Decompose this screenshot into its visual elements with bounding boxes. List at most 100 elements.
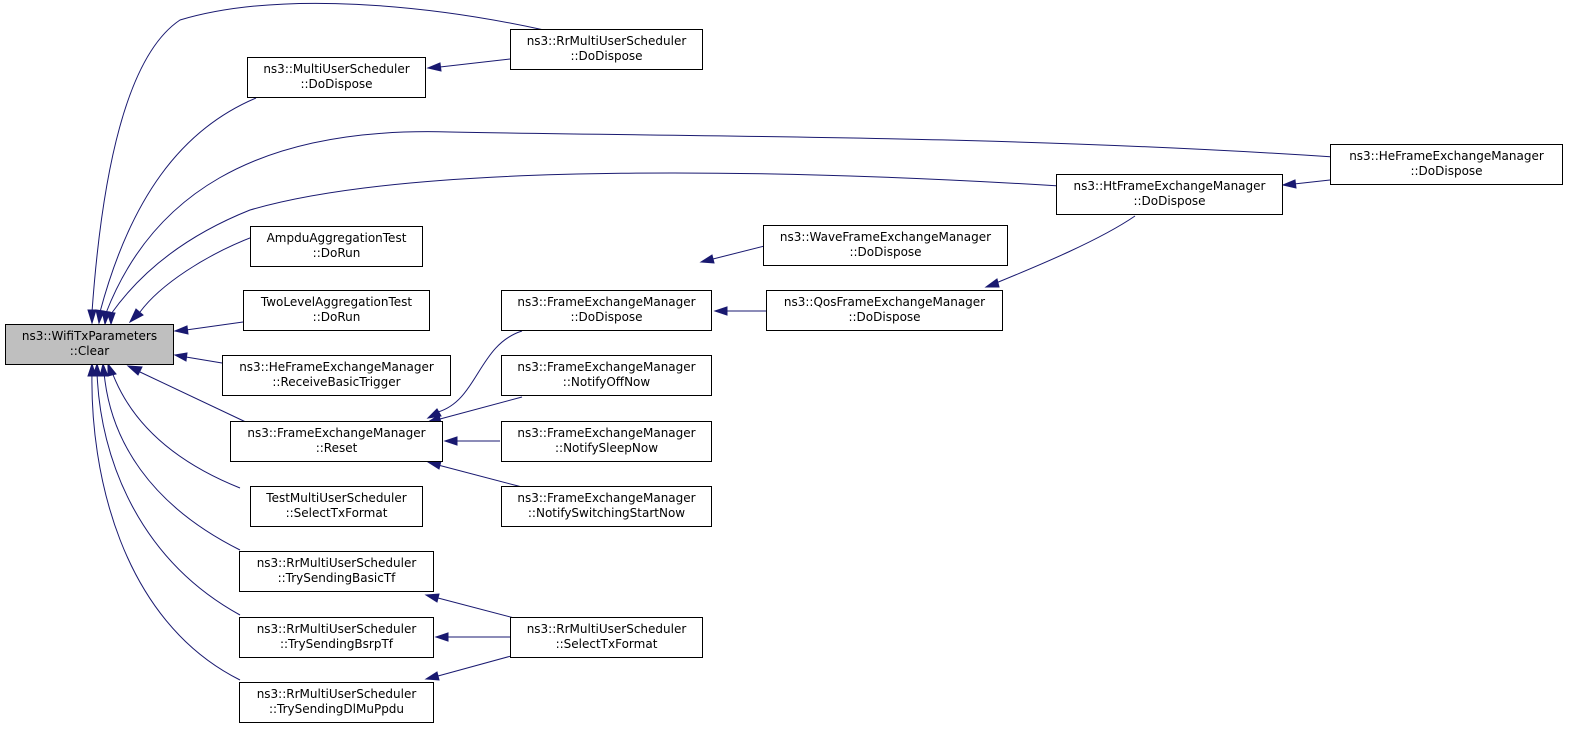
- edge-rr-selecttx-to-trybasictf: [437, 597, 523, 621]
- edge-he-dodispose-to-clear: [105, 131, 1335, 314]
- arrowhead: [99, 362, 109, 377]
- svg-text:::TrySendingBsrpTf: ::TrySendingBsrpTf: [280, 637, 394, 651]
- svg-text:ns3::QosFrameExchangeManager: ns3::QosFrameExchangeManager: [784, 295, 985, 309]
- svg-text:ns3::HeFrameExchangeManager: ns3::HeFrameExchangeManager: [1349, 149, 1544, 163]
- node-testmultiuserscheduler-selecttxformat[interactable]: TestMultiUserScheduler ::SelectTxFormat: [250, 486, 423, 527]
- node-rrmultiuserscheduler-trysendingbsrptf[interactable]: ns3::RrMultiUserScheduler ::TrySendingBs…: [239, 617, 434, 658]
- svg-text:::DoDispose: ::DoDispose: [1133, 194, 1205, 208]
- node-multiuserscheduler-dodispose[interactable]: ns3::MultiUserScheduler ::DoDispose: [247, 57, 426, 98]
- svg-text:::SelectTxFormat: ::SelectTxFormat: [556, 637, 658, 651]
- node-rrmultiuserscheduler-trysendingdlmuppdu[interactable]: ns3::RrMultiUserScheduler ::TrySendingDl…: [239, 682, 434, 723]
- svg-text:TestMultiUserScheduler: TestMultiUserScheduler: [265, 491, 406, 505]
- edge-he-dodispose-to-ht-dodispose: [1293, 179, 1331, 185]
- arrowhead: [173, 325, 189, 335]
- svg-text:ns3::WaveFrameExchangeManager: ns3::WaveFrameExchangeManager: [780, 230, 991, 244]
- arrowhead: [87, 362, 97, 377]
- svg-text:ns3::HtFrameExchangeManager: ns3::HtFrameExchangeManager: [1074, 179, 1266, 193]
- arrowhead: [107, 362, 117, 377]
- svg-text:::NotifySwitchingStartNow: ::NotifySwitchingStartNow: [528, 506, 685, 520]
- node-heframeexchangemanager-dodispose[interactable]: ns3::HeFrameExchangeManager ::DoDispose: [1330, 144, 1563, 185]
- svg-text:::SelectTxFormat: ::SelectTxFormat: [286, 506, 388, 520]
- edge-rr-selecttx-to-trydlmu: [437, 652, 523, 677]
- svg-text:::TrySendingDlMuPpdu: ::TrySendingDlMuPpdu: [269, 702, 404, 716]
- edge-twolevel-to-clear: [185, 321, 244, 331]
- svg-text:::Clear: ::Clear: [70, 344, 110, 358]
- svg-text:ns3::RrMultiUserScheduler: ns3::RrMultiUserScheduler: [257, 556, 417, 570]
- node-frameexchangemanager-reset[interactable]: ns3::FrameExchangeManager ::Reset: [230, 421, 443, 462]
- edge-rr-dodispose-to-clear: [91, 2, 545, 313]
- node-ampduaggregationtest-dorun[interactable]: AmpduAggregationTest ::DoRun: [250, 226, 423, 267]
- svg-text:ns3::HeFrameExchangeManager: ns3::HeFrameExchangeManager: [239, 360, 434, 374]
- arrowhead: [443, 436, 458, 446]
- svg-text:TwoLevelAggregationTest: TwoLevelAggregationTest: [260, 295, 413, 309]
- arrowhead: [984, 278, 1000, 288]
- arrowhead: [173, 352, 188, 362]
- arrowhead: [128, 308, 144, 324]
- edge-rr-dodispose-to-mu-dodispose: [439, 58, 511, 68]
- arrowhead: [426, 62, 442, 72]
- edge-rr-trybasictf-to-clear: [103, 371, 241, 551]
- svg-text:::DoDispose: ::DoDispose: [570, 310, 642, 324]
- svg-text:::DoDispose: ::DoDispose: [848, 310, 920, 324]
- svg-text:::Reset: ::Reset: [316, 441, 358, 455]
- arrowhead: [95, 309, 105, 325]
- node-frameexchangemanager-dodispose[interactable]: ns3::FrameExchangeManager ::DoDispose: [501, 290, 712, 331]
- svg-text:ns3::RrMultiUserScheduler: ns3::RrMultiUserScheduler: [257, 622, 417, 636]
- edge-ampdu-to-clear: [139, 235, 256, 313]
- node-rrmultiuserscheduler-trysendingbasictf[interactable]: ns3::RrMultiUserScheduler ::TrySendingBa…: [239, 551, 434, 592]
- svg-text:ns3::RrMultiUserScheduler: ns3::RrMultiUserScheduler: [257, 687, 417, 701]
- svg-text:::NotifySleepNow: ::NotifySleepNow: [555, 441, 658, 455]
- arrowhead: [1281, 179, 1297, 189]
- svg-text:::DoRun: ::DoRun: [313, 246, 361, 260]
- arrowhead: [87, 309, 97, 325]
- arrowhead: [424, 593, 440, 603]
- svg-text:::TrySendingBasicTf: ::TrySendingBasicTf: [278, 571, 397, 585]
- edge-rr-trydlmu-to-clear: [91, 371, 241, 681]
- svg-text:AmpduAggregationTest: AmpduAggregationTest: [267, 231, 407, 245]
- edge-he-receivebasic-to-clear: [185, 356, 223, 364]
- edge-fem-dodispose-to-reset: [437, 330, 523, 413]
- node-frameexchangemanager-notifyswitchingstartnow[interactable]: ns3::FrameExchangeManager ::NotifySwitch…: [501, 486, 712, 527]
- svg-text:::DoDispose: ::DoDispose: [300, 77, 372, 91]
- edge-fem-reset-to-clear: [139, 371, 251, 425]
- edge-rr-trybsrp-to-clear: [96, 371, 241, 616]
- svg-text:ns3::RrMultiUserScheduler: ns3::RrMultiUserScheduler: [527, 34, 687, 48]
- arrowhead: [434, 632, 449, 642]
- svg-text:::ReceiveBasicTrigger: ::ReceiveBasicTrigger: [272, 375, 400, 389]
- svg-text:::NotifyOffNow: ::NotifyOffNow: [563, 375, 651, 389]
- svg-text:ns3::RrMultiUserScheduler: ns3::RrMultiUserScheduler: [527, 622, 687, 636]
- svg-text:::DoDispose: ::DoDispose: [570, 49, 642, 63]
- node-wifitxparameters-clear[interactable]: ns3::WifiTxParameters ::Clear: [5, 324, 174, 365]
- node-qosframeexchangemanager-dodispose[interactable]: ns3::QosFrameExchangeManager ::DoDispose: [766, 290, 1003, 331]
- svg-text:ns3::WifiTxParameters: ns3::WifiTxParameters: [22, 329, 157, 343]
- edge-ht-dodispose-to-qos: [995, 215, 1136, 284]
- edge-ht-dodispose-to-clear: [110, 172, 1061, 315]
- node-rrmultiuserscheduler-dodispose[interactable]: ns3::RrMultiUserScheduler ::DoDispose: [510, 29, 703, 70]
- node-rrmultiuserscheduler-selecttxformat[interactable]: ns3::RrMultiUserScheduler ::SelectTxForm…: [510, 617, 703, 658]
- edge-mu-dodispose-to-clear: [99, 97, 257, 313]
- arrowhead: [106, 311, 116, 326]
- node-heframeexchangemanager-receivebasictrigger[interactable]: ns3::HeFrameExchangeManager ::ReceiveBas…: [222, 355, 451, 396]
- svg-text:::DoRun: ::DoRun: [313, 310, 361, 324]
- node-waveframeexchangemanager-dodispose[interactable]: ns3::WaveFrameExchangeManager ::DoDispos…: [763, 225, 1008, 266]
- svg-text:ns3::MultiUserScheduler: ns3::MultiUserScheduler: [263, 62, 409, 76]
- arrowhead: [699, 254, 715, 264]
- arrowhead: [426, 460, 442, 470]
- edge-test-selecttx-to-clear: [111, 371, 241, 489]
- edge-notifyoff-to-reset: [439, 396, 523, 420]
- svg-text:::DoDispose: ::DoDispose: [849, 245, 921, 259]
- svg-text:ns3::FrameExchangeManager: ns3::FrameExchangeManager: [517, 491, 695, 505]
- svg-text:ns3::FrameExchangeManager: ns3::FrameExchangeManager: [517, 360, 695, 374]
- node-twolevelaggregationtest-dorun[interactable]: TwoLevelAggregationTest ::DoRun: [243, 290, 430, 331]
- svg-text:ns3::FrameExchangeManager: ns3::FrameExchangeManager: [517, 426, 695, 440]
- node-htframeexchangemanager-dodispose[interactable]: ns3::HtFrameExchangeManager ::DoDispose: [1056, 174, 1283, 215]
- arrowhead: [126, 365, 143, 376]
- node-frameexchangemanager-notifyoffnow[interactable]: ns3::FrameExchangeManager ::NotifyOffNow: [501, 355, 712, 396]
- edge-notifyswitch-to-reset: [437, 464, 523, 488]
- svg-text:::DoDispose: ::DoDispose: [1410, 164, 1482, 178]
- arrowhead: [424, 671, 440, 681]
- node-frameexchangemanager-notifysleepnow[interactable]: ns3::FrameExchangeManager ::NotifySleepN…: [501, 421, 712, 462]
- arrowhead: [713, 306, 728, 316]
